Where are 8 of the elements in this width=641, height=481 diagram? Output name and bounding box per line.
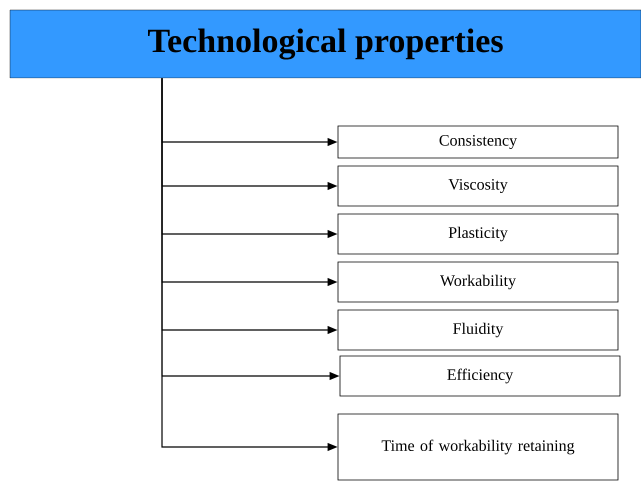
property-box: Time of workability retaining <box>338 414 618 480</box>
property-box: Plasticity <box>338 214 618 254</box>
property-box: Efficiency <box>340 356 620 396</box>
property-box: Consistency <box>338 126 618 158</box>
property-box: Workability <box>338 262 618 302</box>
property-box: Viscosity <box>338 166 618 206</box>
property-box: Fluidity <box>338 310 618 350</box>
title-banner: Technological properties <box>10 10 641 78</box>
